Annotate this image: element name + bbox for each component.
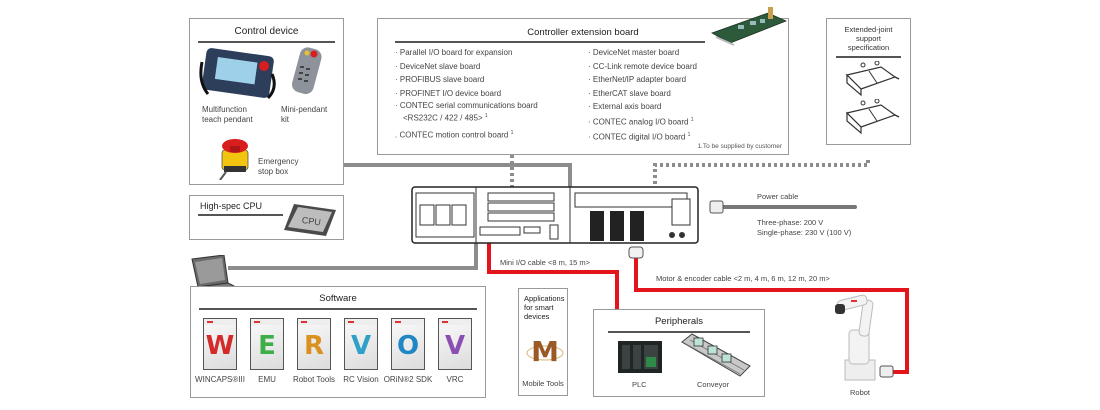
emergency-stop-icon <box>219 139 249 180</box>
peripherals-title: Peripherals <box>654 316 704 327</box>
software-card-letter-icon: W <box>205 331 235 361</box>
extension-board-item: · DeviceNet master board <box>588 48 680 57</box>
footnote-mark: 1 <box>510 129 514 136</box>
extension-board-item: · Parallel I/O board for expansion <box>395 48 513 57</box>
software-card-label: Robot Tools <box>292 375 336 384</box>
software-card-label: RC Vision <box>343 375 379 384</box>
software-card-label: EMU <box>258 375 276 384</box>
extension-board-rule <box>395 41 705 43</box>
conveyor-label: Conveyor <box>697 380 730 389</box>
extension-board-item: · CONTEC digital I/O board 1 <box>588 131 691 142</box>
extension-board-item: · DeviceNet slave board <box>395 61 481 71</box>
teach-pendant-label: Multifunction teach pendant <box>202 105 253 124</box>
extension-board-item: . CONTEC motion control board 1 <box>395 129 514 140</box>
cpu-panel: High-spec CPU CPU <box>189 195 344 240</box>
peripherals-panel: Peripherals PLC Conveyor <box>593 309 765 397</box>
software-card-band <box>392 319 424 325</box>
cpu-title: High-spec CPU <box>200 201 263 211</box>
control-device-title: Control device <box>234 26 299 37</box>
peripherals-rule <box>608 331 750 333</box>
extension-board-item: · CC-Link remote device board <box>588 61 697 71</box>
motor-connector-icon <box>628 246 644 259</box>
cpu-rule <box>198 214 283 216</box>
software-card: O <box>391 318 425 370</box>
software-card: R <box>297 318 331 370</box>
software-card-band <box>298 319 330 325</box>
control-device-panel: Control device Multifunction teach penda… <box>189 18 344 185</box>
extension-board-item: <RS232C / 422 / 485> 1 <box>403 113 488 123</box>
mini-pendant-label: Mini-pendant kit <box>281 105 328 124</box>
extension-board-item: · EtherNet/IP adapter board <box>588 75 687 84</box>
software-card-band <box>204 319 236 325</box>
extension-board-card-icon <box>711 7 788 46</box>
motor-encoder-cable-line <box>634 255 909 374</box>
mini-io-cable-label: Mini I/O cable <8 m, 15 m> <box>500 258 591 267</box>
software-card: V <box>438 318 472 370</box>
mobile-tools-icon: M <box>526 335 564 367</box>
teach-pendant-icon <box>199 48 276 99</box>
software-card-letter-icon: V <box>444 331 466 361</box>
servo-motor-icon <box>845 99 900 135</box>
software-card-letter-icon: R <box>303 331 325 361</box>
software-card: E <box>250 318 284 370</box>
mobile-title: Applications for smart devices <box>524 294 565 321</box>
plc-icon <box>618 341 662 373</box>
software-cable <box>228 238 478 270</box>
footnote-mark: 1 <box>687 131 691 138</box>
extension-board-item: · EtherCAT slave board <box>588 88 671 98</box>
extended-joint-dotted-link <box>653 160 870 230</box>
software-title: Software <box>319 293 357 304</box>
conveyor-icon <box>681 333 751 377</box>
cpu-chip-label: CPU <box>301 215 321 228</box>
control-device-rule <box>198 41 335 43</box>
robot-arm-icon <box>835 294 876 381</box>
software-card-letter-icon: V <box>350 331 372 361</box>
footnote-mark: 1 <box>484 113 488 119</box>
robot-label: Robot <box>850 388 871 397</box>
software-card-label: WINCAPS®III <box>195 375 245 384</box>
software-card: V <box>344 318 378 370</box>
footnote-mark: 1 <box>690 116 694 123</box>
extension-board-panel: Controller extension board · Parallel I/… <box>377 7 789 155</box>
software-card-band <box>345 319 377 325</box>
extension-board-item: · CONTEC analog I/O board 1 <box>588 116 694 127</box>
mobile-tools-label: Mobile Tools <box>522 379 564 388</box>
robot-controller-unit <box>411 186 699 244</box>
extended-joint-rule <box>836 56 901 58</box>
extended-joint-title: Extended-joint support specification <box>844 25 893 52</box>
power-cable-label: Power cable <box>757 192 799 201</box>
mini-pendant-icon <box>291 47 322 94</box>
software-card-label: VRC <box>446 375 464 384</box>
power-spec: Three-phase: 200 V Single-phase: 230 V (… <box>757 218 852 237</box>
cpu-chip-icon: CPU <box>284 204 336 236</box>
motor-encoder-cable-label: Motor & encoder cable <2 m, 4 m, 6 m, 12… <box>656 274 830 283</box>
software-card-letter-icon: E <box>258 331 276 361</box>
software-card-letter-icon: O <box>396 331 420 361</box>
plc-label: PLC <box>632 380 647 389</box>
software-card: W <box>203 318 237 370</box>
extension-board-right-list: · DeviceNet master board · CC-Link remot… <box>588 46 697 144</box>
mini-io-cable-line <box>487 236 619 310</box>
extension-board-footnote: 1.To be supplied by customer <box>697 143 782 150</box>
extension-board-item: · CONTEC serial communications board <box>395 101 538 110</box>
power-plug-icon <box>709 200 724 214</box>
mobile-tools-letter: M <box>531 335 559 367</box>
emergency-stop-label: Emergency stop box <box>258 157 299 176</box>
extension-board-item: · PROFIBUS slave board <box>395 75 485 84</box>
extension-board-title: Controller extension board <box>527 27 639 38</box>
software-card-band <box>251 319 283 325</box>
extension-board-item: · External axis board <box>588 102 662 111</box>
servo-motor-icon <box>845 61 900 97</box>
extended-joint-panel: Extended-joint support specification <box>826 18 911 145</box>
software-card-band <box>439 319 471 325</box>
mobile-panel: Applications for smart devices M Mobile … <box>518 288 568 396</box>
extension-board-left-list: · Parallel I/O board for expansion · Dev… <box>395 46 538 142</box>
extension-board-item: · PROFINET I/O device board <box>395 88 502 98</box>
software-rule <box>199 308 477 310</box>
software-card-label: ORiN®2 SDK <box>383 375 433 384</box>
robot-connector-icon <box>879 365 894 378</box>
